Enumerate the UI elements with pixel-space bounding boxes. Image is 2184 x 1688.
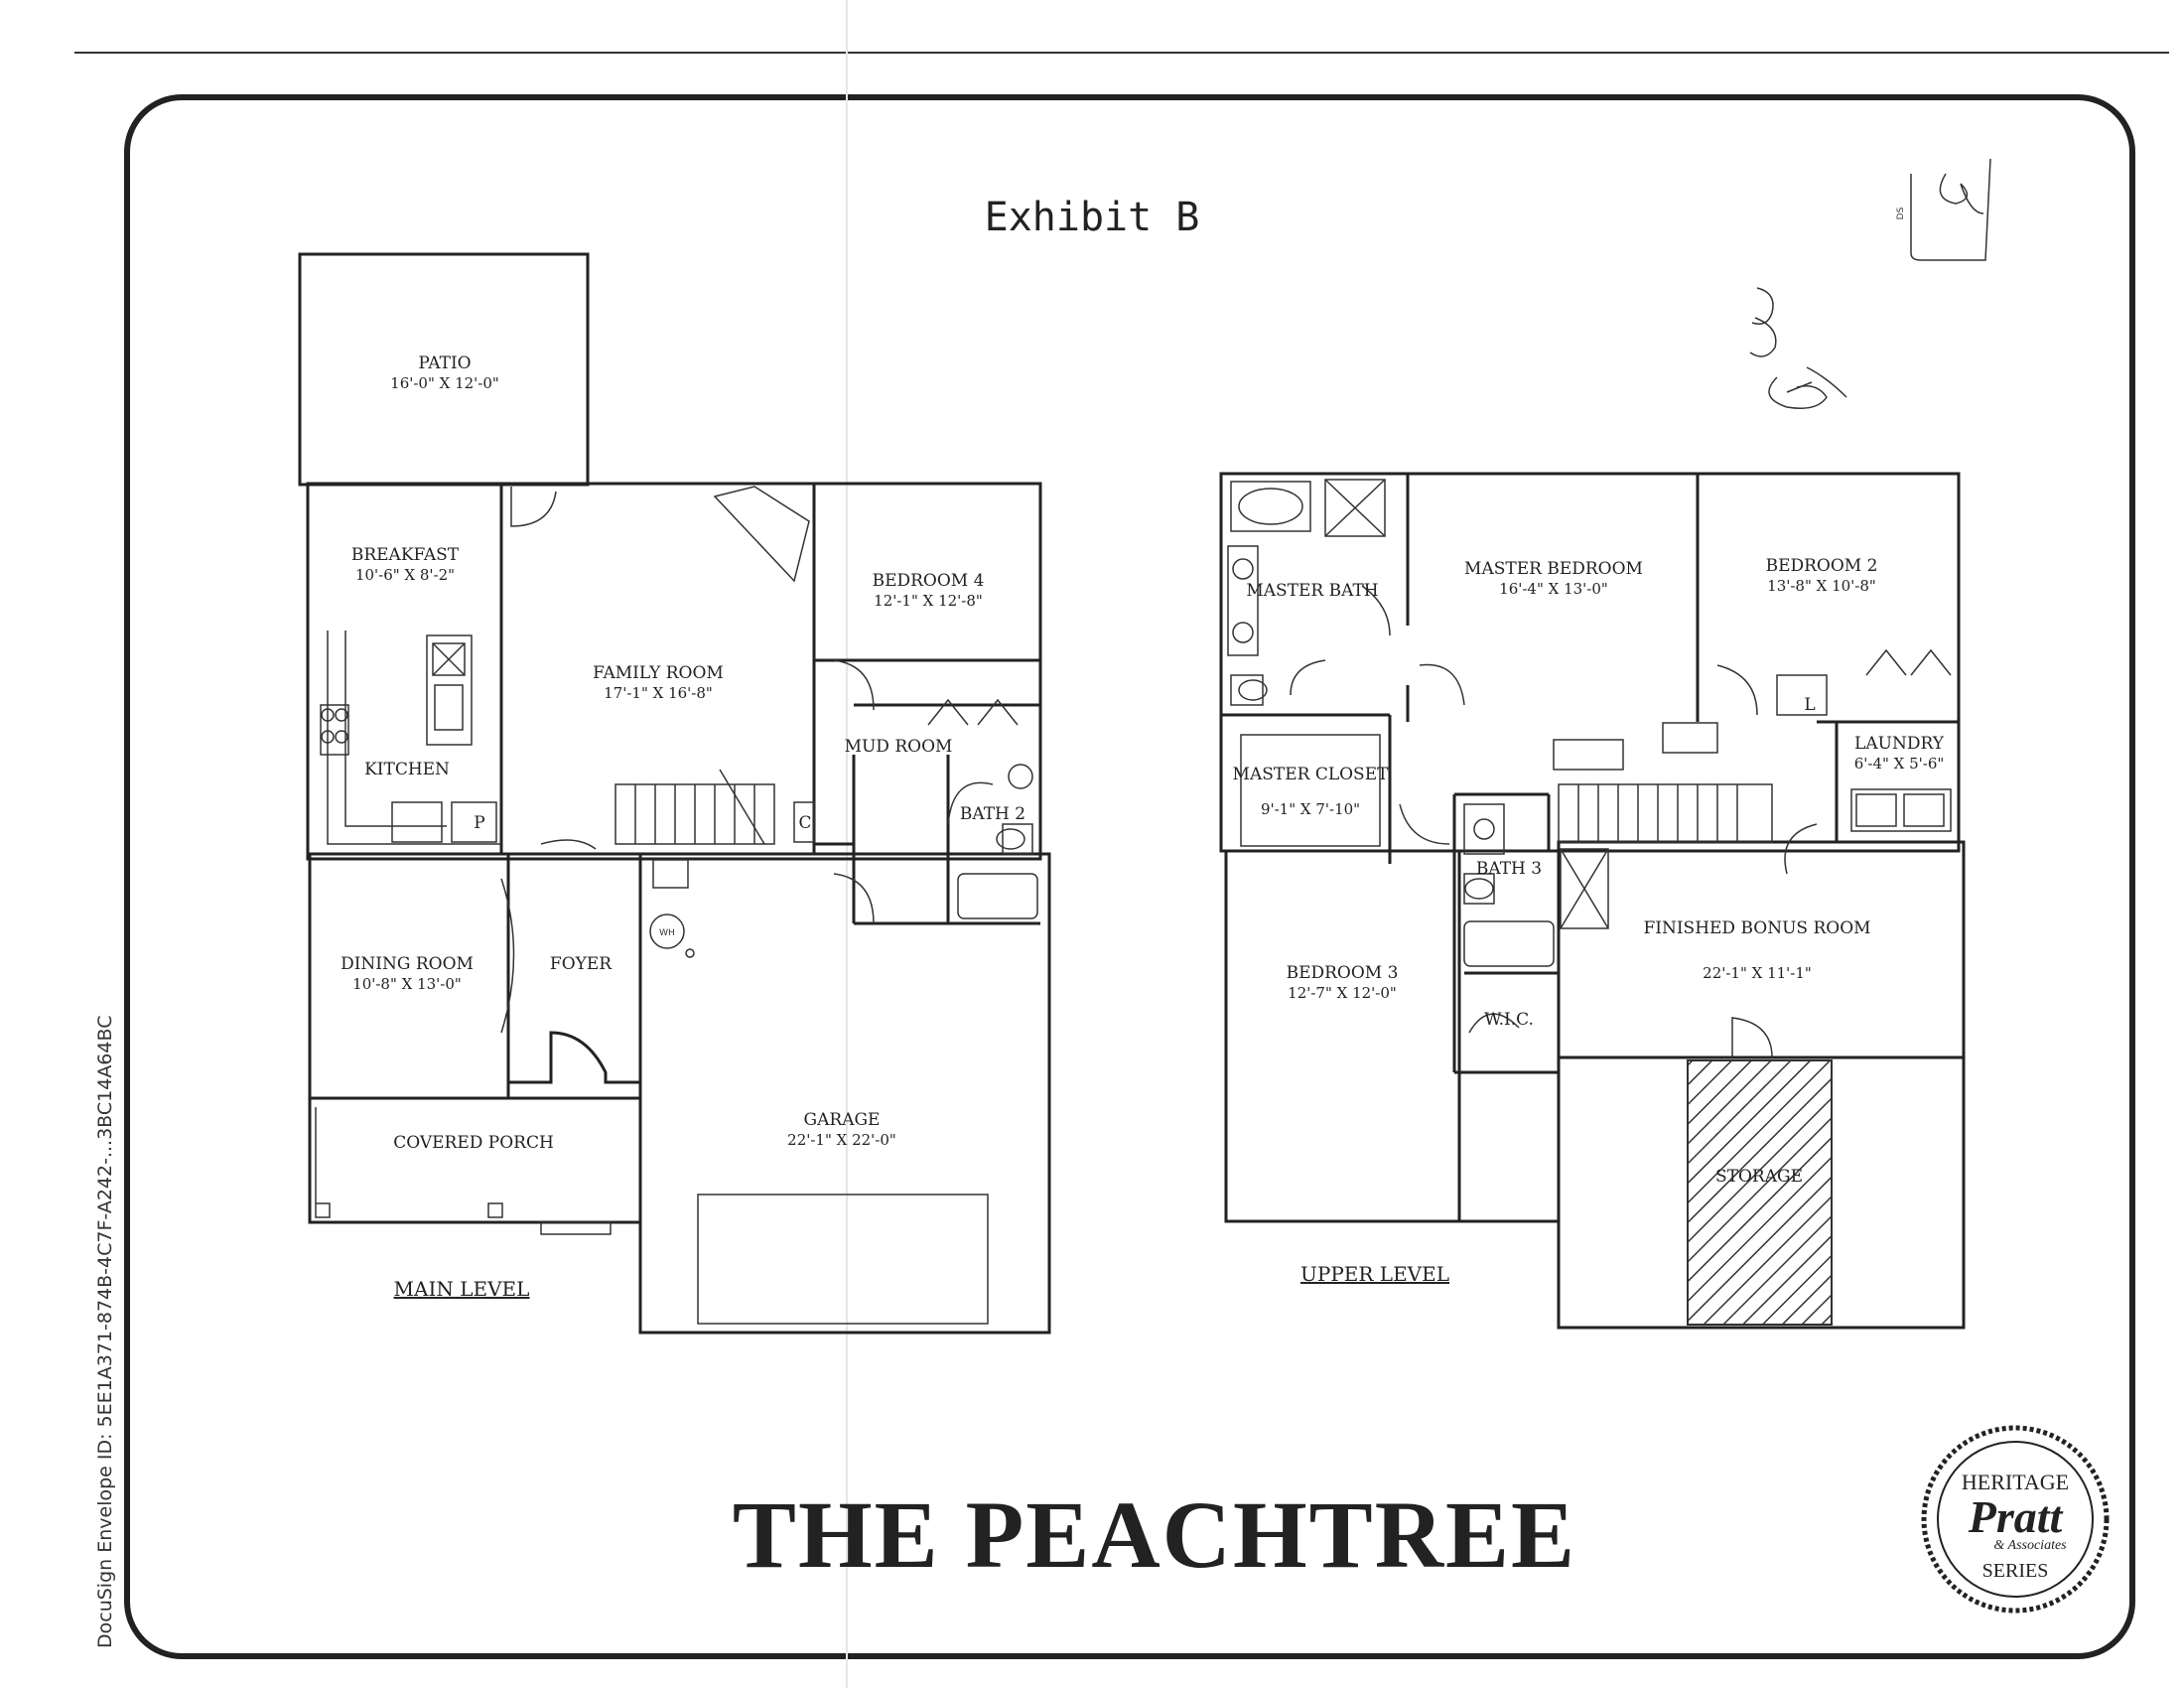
docusign-envelope-id: DocuSign Envelope ID: 5EE1A371-874B-4C7F… (94, 1016, 116, 1648)
page-frame (124, 94, 2135, 1659)
bedroom3-size: 12'-7" X 12'-0" (1288, 984, 1397, 1002)
dining-room-label: DINING ROOM (341, 954, 474, 974)
exhibit-label: Exhibit B (985, 195, 1200, 240)
kitchen-counters (320, 631, 501, 845)
wic-label: W.I.C. (1484, 1010, 1534, 1030)
family-room-size: 17'-1" X 16'-8" (604, 684, 713, 702)
plan-title: THE PEACHTREE (733, 1481, 1576, 1588)
fireplace (713, 486, 810, 583)
seal-bottom-text: SERIES (1982, 1560, 2049, 1582)
upper-house-outline (1219, 472, 1961, 853)
main-stairs (614, 769, 775, 845)
bath2-fixtures (957, 764, 1038, 919)
pantry-marker: P (474, 813, 484, 833)
bath3-label: BATH 3 (1476, 859, 1542, 879)
seal-sub-text: & Associates (1993, 1538, 2067, 1553)
patio-size: 16'-0" X 12'-0" (390, 374, 499, 392)
bedroom2-label: BEDROOM 2 (1766, 556, 1878, 576)
upper-level-label: UPPER LEVEL (1300, 1262, 1449, 1286)
foyer-outline (508, 852, 642, 1084)
initials-box: DS (1896, 158, 1991, 261)
master-bath-label-line: MASTER BATH (1246, 581, 1378, 601)
covered-porch-outline (308, 1096, 642, 1224)
master-bath-fixtures (1227, 479, 1391, 706)
water-heater: WH (649, 859, 695, 958)
pratt-seal-logo: HERITAGE Pratt & Associates SERIES (1921, 1425, 2110, 1614)
upper-stairs (1558, 783, 1773, 843)
seal-name-text: Pratt (1968, 1491, 2064, 1542)
breakfast-size: 10'-6" X 8'-2" (355, 566, 455, 584)
dining-room-size: 10'-8" X 13'-0" (352, 975, 462, 993)
storage-hatch (1687, 1059, 1833, 1326)
initials-signature (1939, 173, 1984, 214)
master-bath-label: MASTER BATH (1246, 581, 1378, 601)
master-closet-label: MASTER CLOSET (1233, 765, 1390, 784)
laundry-label: LAUNDRY (1854, 734, 1945, 754)
patio-label: PATIO (418, 353, 471, 373)
closet-marker: C (798, 813, 811, 833)
foyer-label: FOYER (550, 954, 613, 974)
breakfast-label: BREAKFAST (351, 545, 460, 565)
laundry-size: 6'-4" X 5'-6" (1854, 755, 1945, 773)
covered-porch-label: COVERED PORCH (393, 1133, 554, 1153)
master-bedroom-size: 16'-4" X 13'-0" (1499, 580, 1608, 598)
garage-label: GARAGE (804, 1110, 881, 1130)
bedroom4-size: 12'-1" X 12'-8" (874, 592, 983, 610)
svg-text:WH: WH (659, 928, 675, 938)
main-house-outline (306, 482, 1042, 861)
svg-text:DS: DS (1896, 207, 1906, 219)
storage-outline (1557, 1055, 1966, 1330)
bonus-outline (1557, 840, 1966, 1059)
main-level-plan: WH P C PATIO 16'-0" X 12'-0" BREAKFAST 1… (298, 252, 1051, 1335)
bedroom3-label: BEDROOM 3 (1287, 963, 1399, 983)
bonus-room-label: FINISHED BONUS ROOM (1643, 918, 1870, 938)
seal-top-text: HERITAGE (1962, 1470, 2069, 1494)
handwritten-initials (1749, 287, 1847, 409)
garage-size: 22'-1" X 22'-0" (787, 1131, 896, 1149)
bonus-room-size: 22'-1" X 11'-1" (1703, 964, 1812, 982)
garage-outline (638, 852, 1051, 1335)
family-room-label: FAMILY ROOM (593, 663, 724, 683)
upper-level-plan: L (1219, 472, 1966, 1330)
bath3-fixtures (1463, 803, 1609, 967)
kitchen-label: KITCHEN (364, 760, 450, 779)
linen-marker: L (1804, 695, 1815, 715)
master-bedroom-label: MASTER BEDROOM (1464, 559, 1643, 579)
bedroom2-size: 13'-8" X 10'-8" (1767, 577, 1876, 595)
main-level-label: MAIN LEVEL (394, 1277, 530, 1301)
bedroom4-label: BEDROOM 4 (873, 571, 985, 591)
bath2-label: BATH 2 (960, 804, 1025, 824)
mud-room-label: MUD ROOM (845, 737, 953, 757)
storage-label: STORAGE (1715, 1167, 1803, 1187)
garage-door (697, 1194, 989, 1325)
bedroom3-outline (1224, 849, 1461, 1223)
master-closet-size: 9'-1" X 7'-10" (1261, 800, 1360, 818)
